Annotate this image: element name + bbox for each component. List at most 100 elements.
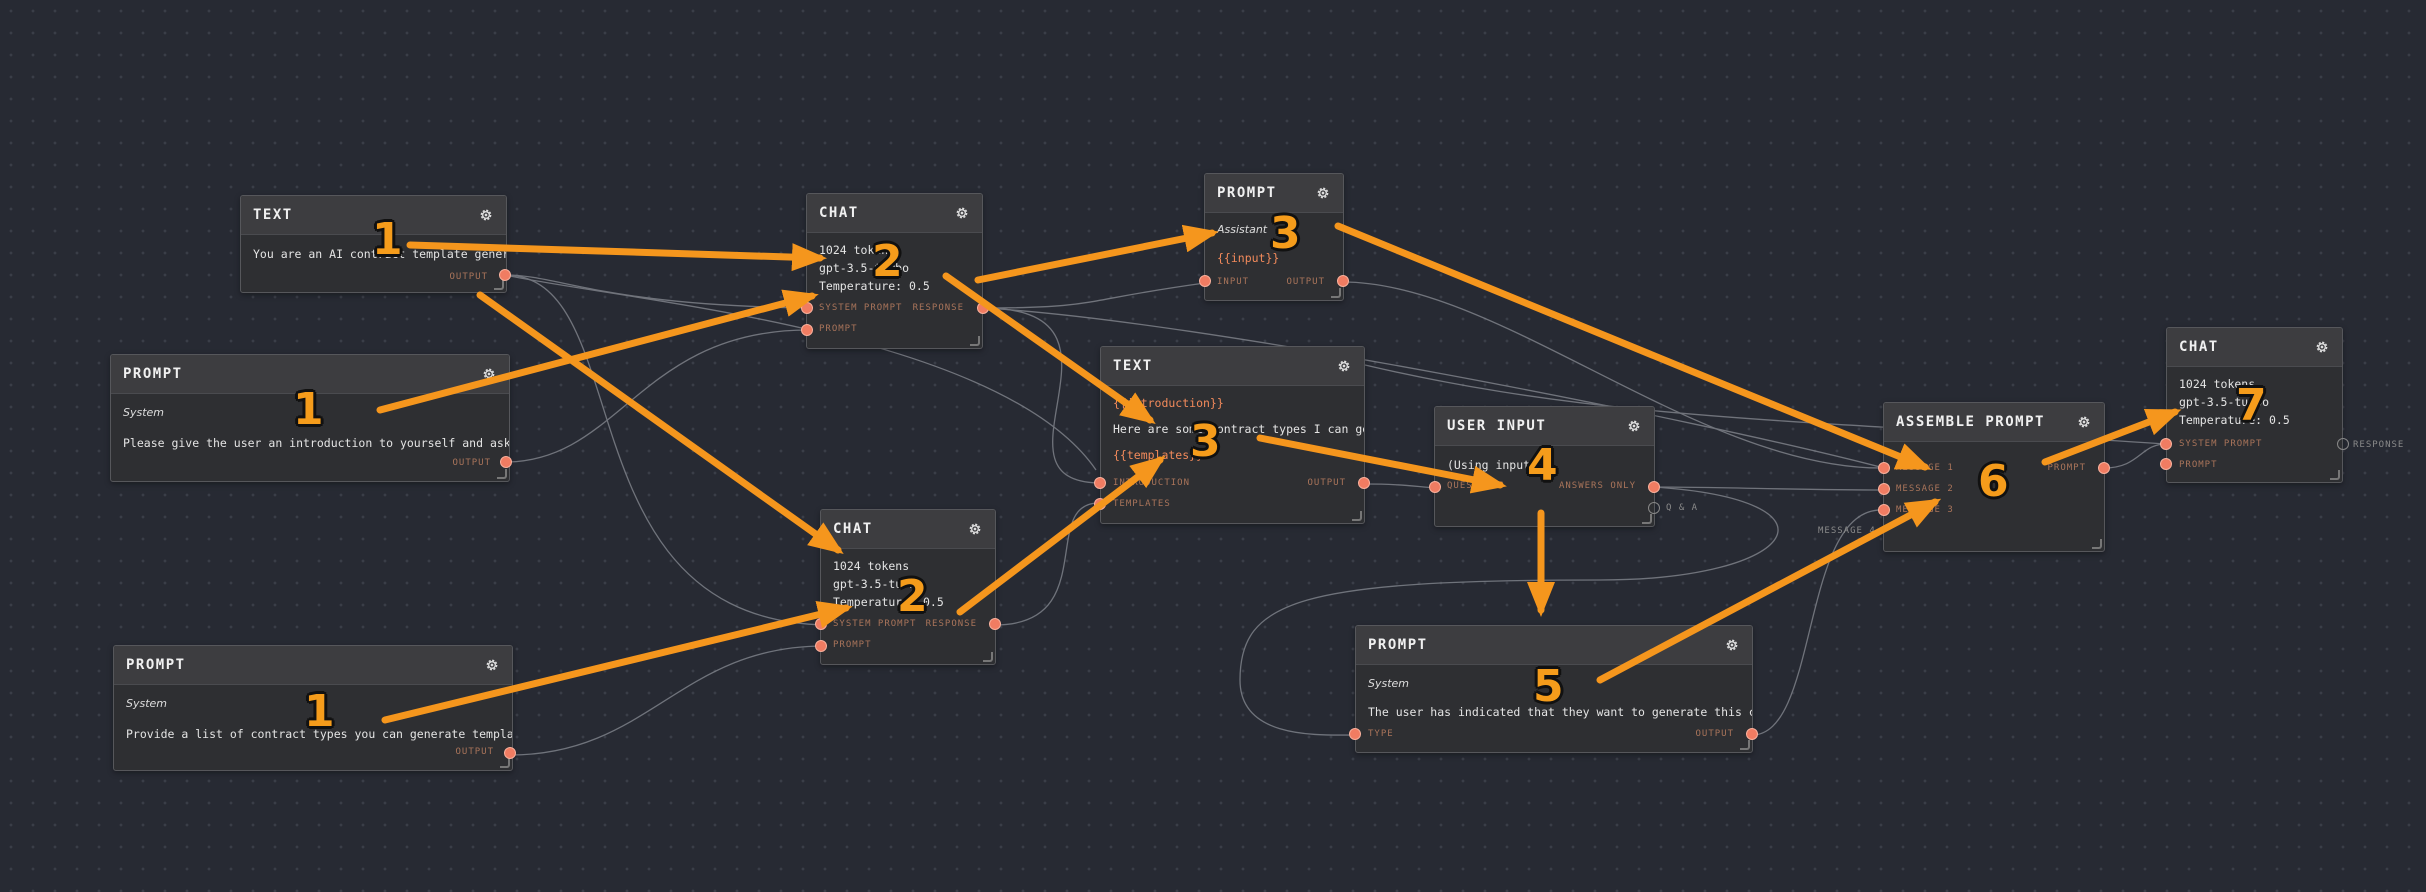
- wire: [1363, 483, 1437, 489]
- prompt-content[interactable]: Please give the user an introduction to …: [123, 436, 509, 450]
- node-title: CHAT: [2179, 339, 2219, 355]
- node-header[interactable]: TEXT: [1101, 347, 1364, 386]
- input-port-message-3[interactable]: [1878, 504, 1890, 516]
- input-port-label: QUESTIONS: [1447, 481, 1505, 491]
- chat-temperature: Temperature: 0.5: [2179, 413, 2290, 427]
- input-port-templates[interactable]: [1094, 498, 1106, 510]
- node-header[interactable]: PROMPT: [1205, 174, 1343, 213]
- prompt-content[interactable]: The user has indicated that they want to…: [1368, 705, 1752, 719]
- input-port-prompt[interactable]: [801, 324, 813, 336]
- resize-handle[interactable]: [2092, 539, 2102, 549]
- step-badge: 1: [372, 214, 403, 265]
- gear-icon[interactable]: [481, 366, 497, 382]
- resize-handle[interactable]: [1740, 740, 1750, 750]
- input-port-label: PROMPT: [833, 640, 872, 650]
- prompt-node-assistant[interactable]: PROMPT Assistant {{input}} INPUT OUTPUT: [1204, 173, 1344, 301]
- node-header[interactable]: CHAT: [821, 510, 995, 549]
- input-port-label: SYSTEM PROMPT: [2179, 439, 2263, 449]
- resize-handle[interactable]: [500, 758, 510, 768]
- output-port-label: OUTPUT: [449, 272, 488, 282]
- output-port-response[interactable]: [2337, 438, 2349, 450]
- step-badge: 3: [1270, 208, 1301, 259]
- text-node-combined[interactable]: TEXT {{introduction}} Here are some cont…: [1100, 346, 1365, 524]
- output-port-label: OUTPUT: [1695, 729, 1734, 739]
- gear-icon[interactable]: [1315, 185, 1331, 201]
- input-port-label: TYPE: [1368, 729, 1394, 739]
- output-port[interactable]: [504, 747, 516, 759]
- input-port-system-prompt[interactable]: [815, 618, 827, 630]
- chat-temperature: Temperature: 0.5: [833, 595, 944, 609]
- output-port-label: PROMPT: [2047, 463, 2086, 473]
- resize-handle[interactable]: [1352, 511, 1362, 521]
- gear-icon[interactable]: [954, 205, 970, 221]
- resize-handle[interactable]: [970, 336, 980, 346]
- input-port-questions[interactable]: [1429, 481, 1441, 493]
- output-port-response[interactable]: [989, 618, 1001, 630]
- output-port[interactable]: [1746, 728, 1758, 740]
- input-port-label: SYSTEM PROMPT: [819, 303, 903, 313]
- gear-icon[interactable]: [2076, 414, 2092, 430]
- output-port[interactable]: [1358, 477, 1370, 489]
- text-content[interactable]: Here are some contract types I can gener…: [1113, 422, 1364, 436]
- output-port[interactable]: [500, 456, 512, 468]
- node-title: ASSEMBLE PROMPT: [1896, 414, 2045, 430]
- step-badge: 2: [872, 236, 903, 287]
- wire: [504, 329, 809, 463]
- gear-icon[interactable]: [1336, 358, 1352, 374]
- node-header[interactable]: PROMPT: [114, 646, 512, 685]
- wire: [504, 274, 809, 309]
- gear-icon[interactable]: [967, 521, 983, 537]
- chat-model: gpt-3.5-turbo: [2179, 395, 2270, 409]
- node-header[interactable]: TEXT: [241, 196, 506, 235]
- output-port-answers-only[interactable]: [1648, 481, 1660, 493]
- output-port[interactable]: [1337, 275, 1349, 287]
- input-port-prompt[interactable]: [2160, 458, 2172, 470]
- gear-icon[interactable]: [2314, 339, 2330, 355]
- gear-icon[interactable]: [1626, 418, 1642, 434]
- output-port[interactable]: [499, 269, 511, 281]
- input-port-introduction[interactable]: [1094, 477, 1106, 489]
- input-port-label: TEMPLATES: [1113, 499, 1171, 509]
- resize-handle[interactable]: [983, 652, 993, 662]
- node-title: PROMPT: [1368, 637, 1428, 653]
- node-header[interactable]: CHAT: [807, 194, 982, 233]
- input-port-label: MESSAGE 2: [1896, 484, 1954, 494]
- input-port-system-prompt[interactable]: [2160, 438, 2172, 450]
- resize-handle[interactable]: [494, 280, 504, 290]
- output-port-label: RESPONSE: [925, 619, 977, 629]
- gear-icon[interactable]: [478, 207, 494, 223]
- node-header[interactable]: ASSEMBLE PROMPT: [1884, 403, 2104, 442]
- output-port-qa[interactable]: [1648, 502, 1660, 514]
- prompt-role: System: [123, 406, 165, 419]
- node-title: TEXT: [253, 207, 293, 223]
- input-port[interactable]: [1199, 275, 1211, 287]
- input-port-prompt[interactable]: [815, 640, 827, 652]
- resize-handle[interactable]: [1331, 288, 1341, 298]
- input-port-message-2[interactable]: [1878, 483, 1890, 495]
- node-header[interactable]: PROMPT: [1356, 626, 1752, 665]
- chat-node-final[interactable]: CHAT 1024 tokens gpt-3.5-turbo Temperatu…: [2166, 327, 2343, 483]
- output-port-label: RESPONSE: [912, 303, 964, 313]
- output-port-label: OUTPUT: [1307, 478, 1346, 488]
- input-port-type[interactable]: [1349, 728, 1361, 740]
- resize-handle[interactable]: [2330, 470, 2340, 480]
- input-port-label: PROMPT: [819, 324, 858, 334]
- step-badge: 5: [1533, 661, 1564, 712]
- prompt-content[interactable]: Provide a list of contract types you can…: [126, 727, 512, 741]
- gear-icon[interactable]: [1724, 637, 1740, 653]
- output-port-response[interactable]: [977, 302, 989, 314]
- resize-handle[interactable]: [1642, 514, 1652, 524]
- wire: [504, 274, 1097, 471]
- chat-tokens: 1024 tokens: [2179, 377, 2256, 391]
- prompt-role: Assistant: [1217, 223, 1268, 236]
- input-port-message-1[interactable]: [1878, 462, 1890, 474]
- resize-handle[interactable]: [497, 469, 507, 479]
- input-port-system-prompt[interactable]: [801, 302, 813, 314]
- gear-icon[interactable]: [484, 657, 500, 673]
- step-badge: 1: [293, 384, 324, 435]
- prompt-content[interactable]: {{input}}: [1217, 251, 1280, 265]
- node-header[interactable]: CHAT: [2167, 328, 2342, 367]
- output-port-prompt[interactable]: [2098, 462, 2110, 474]
- input-port-label: MESSAGE 1: [1896, 463, 1954, 473]
